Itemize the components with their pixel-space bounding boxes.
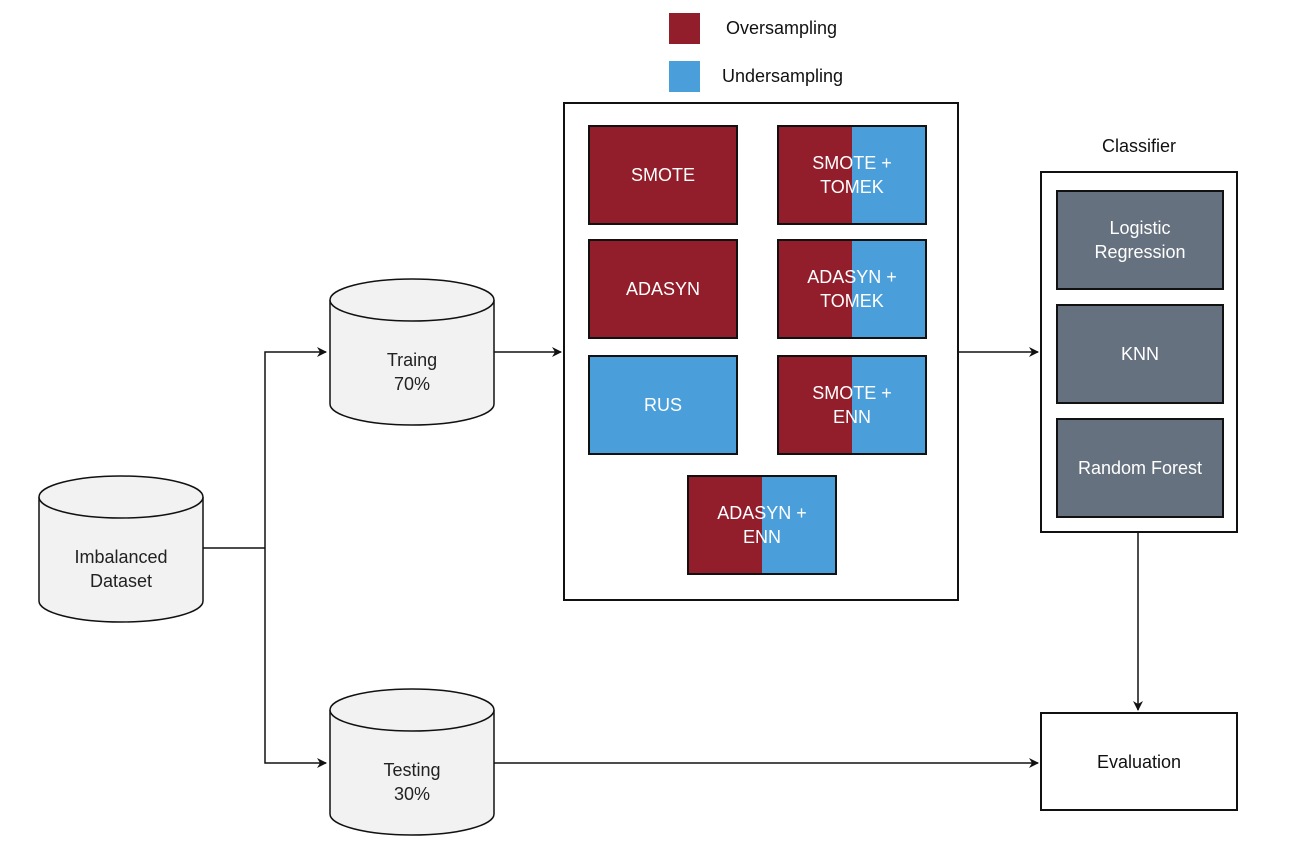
database-icon [329, 278, 495, 426]
training-set-line2: 70% [393, 374, 431, 394]
classifier-logistic-regression-line2: Regression [1094, 242, 1186, 262]
sampling-methods-container: SMOTE SMOTE + TOMEK ADASYN ADASYN + TOME… [563, 102, 959, 601]
testing-set-line2: 30% [393, 784, 431, 804]
classifier-random-forest-label: Random Forest [1077, 458, 1203, 478]
method-smote-enn-line2: ENN [832, 407, 871, 427]
legend-swatch-oversampling [669, 13, 700, 44]
classifier-random-forest: Random Forest [1056, 418, 1224, 518]
method-smote-tomek-line1: SMOTE + [812, 153, 892, 173]
method-adasyn: ADASYN [588, 239, 738, 339]
method-adasyn-label: ADASYN [625, 279, 701, 299]
method-smote-enn-line1: SMOTE + [812, 383, 892, 403]
method-rus: RUS [588, 355, 738, 455]
classifier-logistic-regression: Logistic Regression [1056, 190, 1224, 290]
method-adasyn-enn-line2: ENN [742, 527, 781, 547]
classifier-container: Logistic Regression KNN Random Forest [1040, 171, 1238, 533]
classifier-knn-label: KNN [1120, 344, 1159, 364]
method-adasyn-tomek: ADASYN + TOMEK [777, 239, 927, 339]
method-smote-tomek: SMOTE + TOMEK [777, 125, 927, 225]
edge-split-to-training [264, 347, 327, 548]
imbalanced-dataset-cylinder: Imbalanced Dataset [38, 475, 204, 623]
method-adasyn-enn-line1: ADASYN + [717, 503, 807, 523]
imbalanced-dataset-line2: Dataset [89, 571, 153, 591]
database-icon [38, 475, 204, 623]
method-rus-label: RUS [643, 395, 682, 415]
evaluation-label: Evaluation [1096, 751, 1182, 772]
method-adasyn-tomek-line1: ADASYN + [807, 267, 897, 287]
method-smote-label: SMOTE [630, 165, 695, 185]
method-smote-tomek-line2: TOMEK [820, 177, 884, 197]
method-adasyn-tomek-line2: TOMEK [820, 291, 884, 311]
classifier-logistic-regression-line1: Logistic [1109, 218, 1171, 238]
method-smote: SMOTE [588, 125, 738, 225]
method-adasyn-enn: ADASYN + ENN [687, 475, 837, 575]
imbalanced-dataset-line1: Imbalanced [74, 547, 168, 567]
legend-label-undersampling: Undersampling [722, 66, 844, 86]
database-icon [329, 688, 495, 836]
method-smote-enn: SMOTE + ENN [777, 355, 927, 455]
testing-set-line1: Testing [383, 760, 441, 780]
edge-split-to-testing [264, 548, 327, 768]
legend-label-oversampling: Oversampling [726, 18, 838, 38]
testing-set-cylinder: Testing 30% [329, 688, 495, 836]
classifier-title: Classifier [1101, 136, 1176, 156]
evaluation-box: Evaluation [1040, 712, 1238, 811]
legend-swatch-undersampling [669, 61, 700, 92]
training-set-line1: Traing [386, 350, 438, 370]
classifier-knn: KNN [1056, 304, 1224, 404]
training-set-cylinder: Traing 70% [329, 278, 495, 426]
